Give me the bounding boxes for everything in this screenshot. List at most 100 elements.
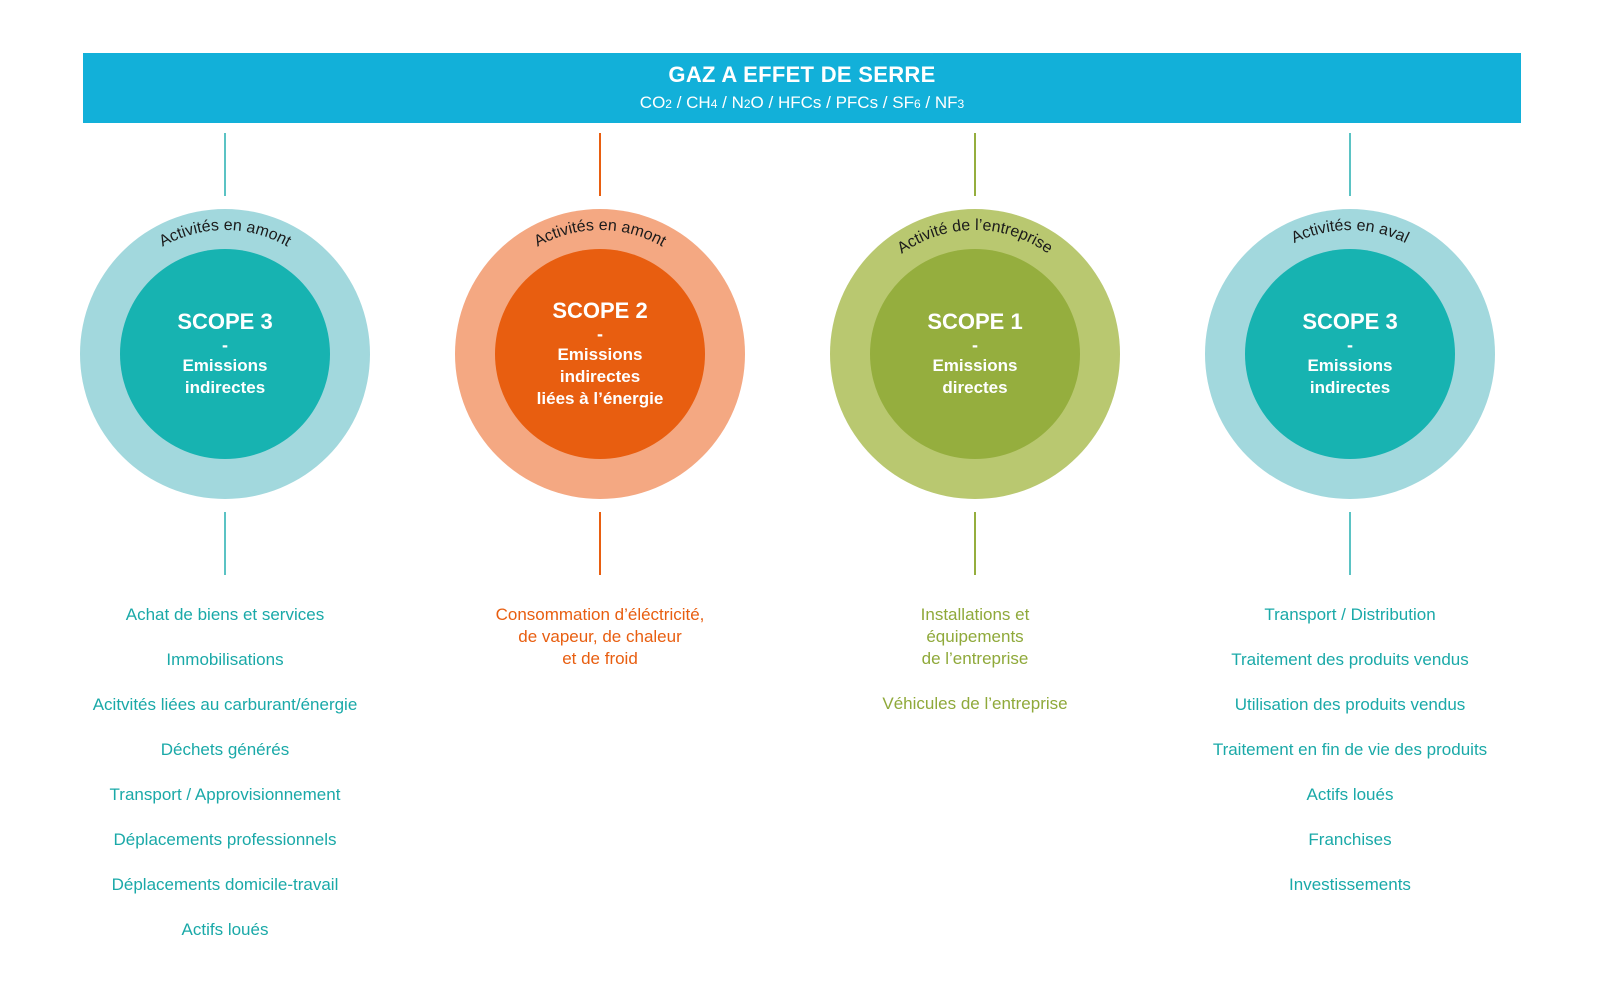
emission-source-text: Véhicules de l’entreprise	[882, 694, 1068, 713]
gas-formula-tail: O	[750, 93, 764, 112]
gas-formula: PFCs	[836, 93, 879, 112]
emission-source-item: Actifs loués	[1140, 784, 1560, 806]
gas-formula-subscript: 2	[743, 97, 751, 111]
arc-label: Activité de l’entreprise	[894, 217, 1055, 257]
emission-source-list: Consommation d’éléctricité, de vapeur, d…	[390, 604, 810, 693]
connector-line-bottom	[1349, 512, 1351, 575]
arc-label: Activités en aval	[1289, 217, 1412, 247]
connector-line-bottom	[224, 512, 226, 575]
emission-source-item: Véhicules de l’entreprise	[765, 693, 1185, 715]
gas-formula: CO2	[640, 93, 672, 112]
gas-formula-main: SF	[892, 93, 914, 112]
gas-separator: /	[763, 93, 778, 112]
scope-description-line: indirectes	[184, 378, 266, 397]
emission-source-item: Achat de biens et services	[15, 604, 435, 626]
emission-source-item: Investissements	[1140, 874, 1560, 896]
arc-label-text: Activités en aval	[1289, 217, 1412, 247]
emission-source-item: Transport / Distribution	[1140, 604, 1560, 626]
gas-separator: /	[878, 93, 893, 112]
gas-formula-subscript: 6	[913, 97, 921, 111]
gas-separator: /	[920, 93, 935, 112]
arc-label: Activités en amont	[156, 217, 294, 251]
arc-label-svg: Activités en amont	[531, 217, 669, 251]
emission-source-item: Utilisation des produits vendus	[1140, 694, 1560, 716]
emission-source-item: Traitement des produits vendus	[1140, 649, 1560, 671]
scope-dash: -	[972, 335, 978, 355]
arc-label-svg: Activités en amont	[156, 217, 294, 251]
gas-formula: N2O	[732, 93, 764, 112]
emission-source-text: Immobilisations	[166, 650, 284, 669]
emission-source-text: Installations et équipements de l’entrep…	[920, 605, 1030, 668]
gas-formula-main: HFCs	[777, 93, 822, 112]
gas-formula: NF3	[935, 93, 964, 112]
gas-formula: CH4	[686, 93, 717, 112]
emission-source-text: Déplacements domicile-travail	[111, 875, 339, 894]
arc-label-text: Activités en amont	[156, 217, 294, 251]
emission-source-item: Actifs loués	[15, 919, 435, 941]
scope-title: SCOPE 2	[552, 298, 648, 323]
banner-gas-list: CO2 / CH4 / N2O / HFCs / PFCs / SF6 / NF…	[83, 93, 1521, 113]
scope-description-line: Emissions	[182, 356, 268, 375]
scope-description-line: liées à l’énergie	[536, 389, 664, 408]
gas-formula-main: CH	[686, 93, 711, 112]
emission-source-text: Déchets générés	[160, 740, 290, 759]
gas-formula-main: PFCs	[835, 93, 879, 112]
gas-formula: HFCs	[778, 93, 821, 112]
scope-title: SCOPE 1	[927, 309, 1023, 334]
connector-line-top	[974, 133, 976, 196]
emission-source-item: Déplacements domicile-travail	[15, 874, 435, 896]
connector-line-top	[224, 133, 226, 196]
connector-line-bottom	[974, 512, 976, 575]
emission-source-text: Actifs loués	[1306, 785, 1394, 804]
emission-source-text: Traitement en fin de vie des produits	[1212, 740, 1488, 759]
emission-source-text: Consommation d’éléctricité, de vapeur, d…	[495, 605, 705, 668]
scope-description-line: indirectes	[1309, 378, 1391, 397]
emission-source-item: Transport / Approvisionnement	[15, 784, 435, 806]
emission-source-item: Traitement en fin de vie des produits	[1140, 739, 1560, 761]
emission-source-text: Traitement des produits vendus	[1231, 650, 1469, 669]
scope-dash: -	[1347, 335, 1353, 355]
arc-label-text: Activités en amont	[531, 217, 669, 251]
emission-source-item: Immobilisations	[15, 649, 435, 671]
scope-description-line: Emissions	[932, 356, 1018, 375]
gas-formula-subscript: 4	[710, 97, 718, 111]
emission-source-text: Transport / Approvisionnement	[109, 785, 341, 804]
scope-inner-circle	[1245, 249, 1455, 459]
emission-source-item: Déchets générés	[15, 739, 435, 761]
scope-description-line: indirectes	[559, 367, 641, 386]
emission-source-item: Déplacements professionnels	[15, 829, 435, 851]
banner-title: GAZ A EFFET DE SERRE	[668, 62, 936, 87]
gas-separator: /	[671, 93, 687, 112]
emission-source-text: Investissements	[1289, 875, 1411, 894]
gas-formula-main: CO	[639, 93, 666, 112]
emission-source-list: Installations et équipements de l’entrep…	[765, 604, 1185, 738]
arc-label-text: Activité de l’entreprise	[894, 217, 1055, 257]
arc-label-svg: Activité de l’entreprise	[894, 217, 1055, 257]
emission-source-item: Installations et équipements de l’entrep…	[765, 604, 1185, 670]
emission-source-text: Déplacements professionnels	[113, 830, 337, 849]
scope-dash: -	[222, 335, 228, 355]
emission-source-item: Franchises	[1140, 829, 1560, 851]
scope-dash: -	[597, 324, 603, 344]
emission-source-text: Transport / Distribution	[1264, 605, 1436, 624]
scope-inner-circle	[495, 249, 705, 459]
emission-source-item: Consommation d’éléctricité, de vapeur, d…	[390, 604, 810, 670]
emission-source-text: Franchises	[1308, 830, 1392, 849]
emission-source-text: Achat de biens et services	[125, 605, 325, 624]
scope-inner-circle	[870, 249, 1080, 459]
gas-separator: /	[821, 93, 836, 112]
gas-formula: SF6	[892, 93, 920, 112]
arc-label-svg: Activités en aval	[1289, 217, 1412, 247]
scope-title: SCOPE 3	[1302, 309, 1398, 334]
emission-source-item: Acitvités liées au carburant/énergie	[15, 694, 435, 716]
gas-formula-main: NF	[934, 93, 958, 112]
